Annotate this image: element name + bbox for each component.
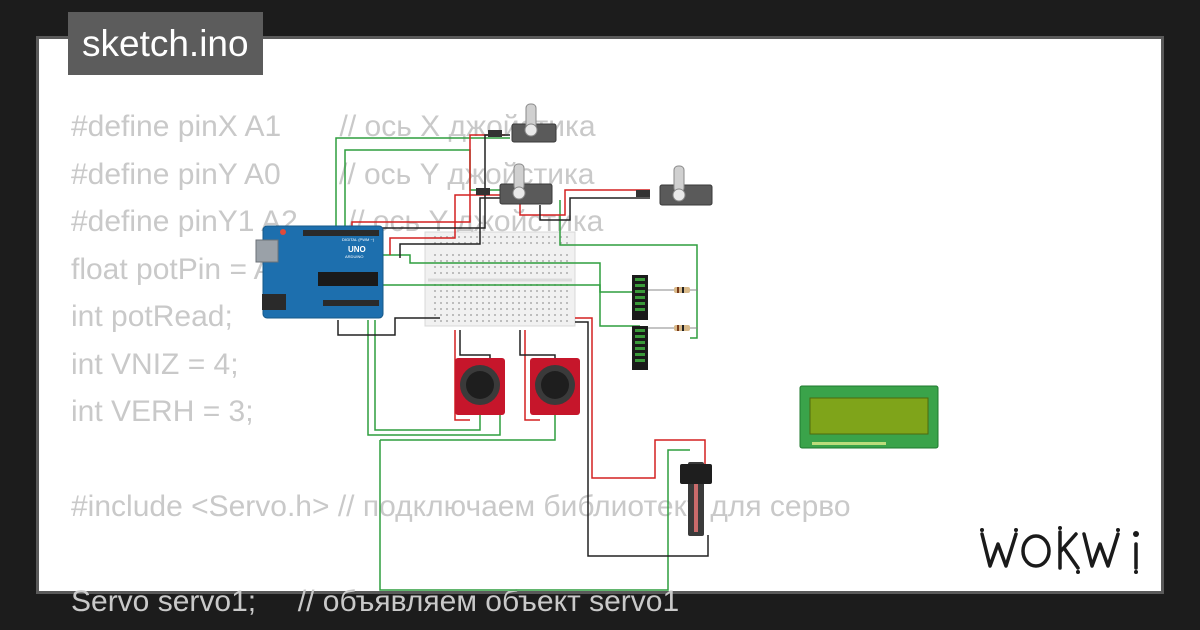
- lcd-display[interactable]: [799, 385, 939, 449]
- servo-motor-1[interactable]: [488, 103, 557, 143]
- board-name-label: UNO: [348, 245, 366, 254]
- arduino-uno-board[interactable]: DIGITAL (PWM ~) UNO ARDUINO: [255, 225, 384, 319]
- filename-tab[interactable]: sketch.ino: [68, 12, 263, 75]
- code-line: int VNIZ = 4;: [71, 347, 239, 381]
- led-bar-graph-2[interactable]: [632, 326, 648, 370]
- code-line: #define pinX A1 // ось X джойстика: [71, 110, 596, 143]
- breadboard[interactable]: [424, 231, 576, 327]
- code-line: int VERH = 3;: [71, 395, 254, 428]
- code-line: #include <Servo.h> // подключаем библиот…: [71, 490, 851, 523]
- slide-potentiometer[interactable]: [680, 462, 712, 536]
- led-bar-graph-1[interactable]: [632, 275, 648, 320]
- joystick-2[interactable]: [530, 358, 580, 415]
- board-header-label: DIGITAL (PWM ~): [342, 237, 375, 242]
- servo-motor-2[interactable]: [476, 163, 553, 205]
- code-editor[interactable]: #define pinX A1 // ось X джойстика #defin…: [71, 103, 851, 626]
- servo-motor-3[interactable]: [636, 165, 713, 206]
- joystick-1[interactable]: [455, 358, 505, 415]
- preview-card: #define pinX A1 // ось X джойстика #defin…: [36, 36, 1164, 618]
- resistor-1[interactable]: [648, 287, 698, 293]
- resistor-2[interactable]: [648, 325, 698, 331]
- code-line: int potRead;: [71, 300, 233, 333]
- wokwi-logo: [980, 526, 1139, 574]
- board-brand-label: ARDUINO: [345, 254, 363, 259]
- code-line: #define pinY A0 // ось Y джойстика: [71, 157, 595, 191]
